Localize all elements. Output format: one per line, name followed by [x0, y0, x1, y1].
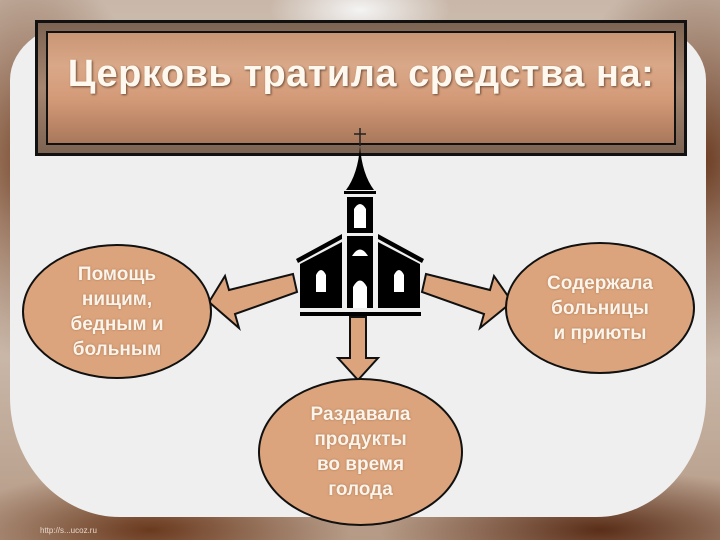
item-text-line: продукты — [314, 429, 407, 450]
title-banner: Церковь тратила средства на: — [35, 20, 687, 156]
arrow-down-icon — [335, 316, 381, 382]
item-text-line: голода — [328, 479, 393, 500]
item-text-line: Помощь — [77, 263, 157, 285]
footer-url: http://s...ucoz.ru — [40, 526, 97, 535]
item-text-line: больным — [72, 338, 162, 360]
item-text-line: нищим, — [81, 288, 153, 310]
church-icon — [296, 128, 424, 316]
slide-title: Церковь тратила средства на: — [67, 53, 655, 95]
item-ellipse-food: Раздавала продукты во время голода — [258, 378, 463, 526]
item-text-line: Содержала — [547, 272, 653, 294]
item-text-line: во время — [316, 454, 405, 475]
arrow-left-icon — [207, 272, 299, 331]
arrow-right-icon — [420, 272, 514, 331]
item-text-line: больницы — [551, 297, 649, 319]
item-ellipse-hospitals: Содержала больницы и приюты — [505, 242, 695, 374]
item-text-line: бедным и — [70, 313, 164, 335]
item-text-line: Раздавала — [310, 404, 411, 425]
item-text-line: и приюты — [553, 322, 647, 344]
item-ellipse-help-poor: Помощь нищим, бедным и больным — [22, 244, 212, 379]
